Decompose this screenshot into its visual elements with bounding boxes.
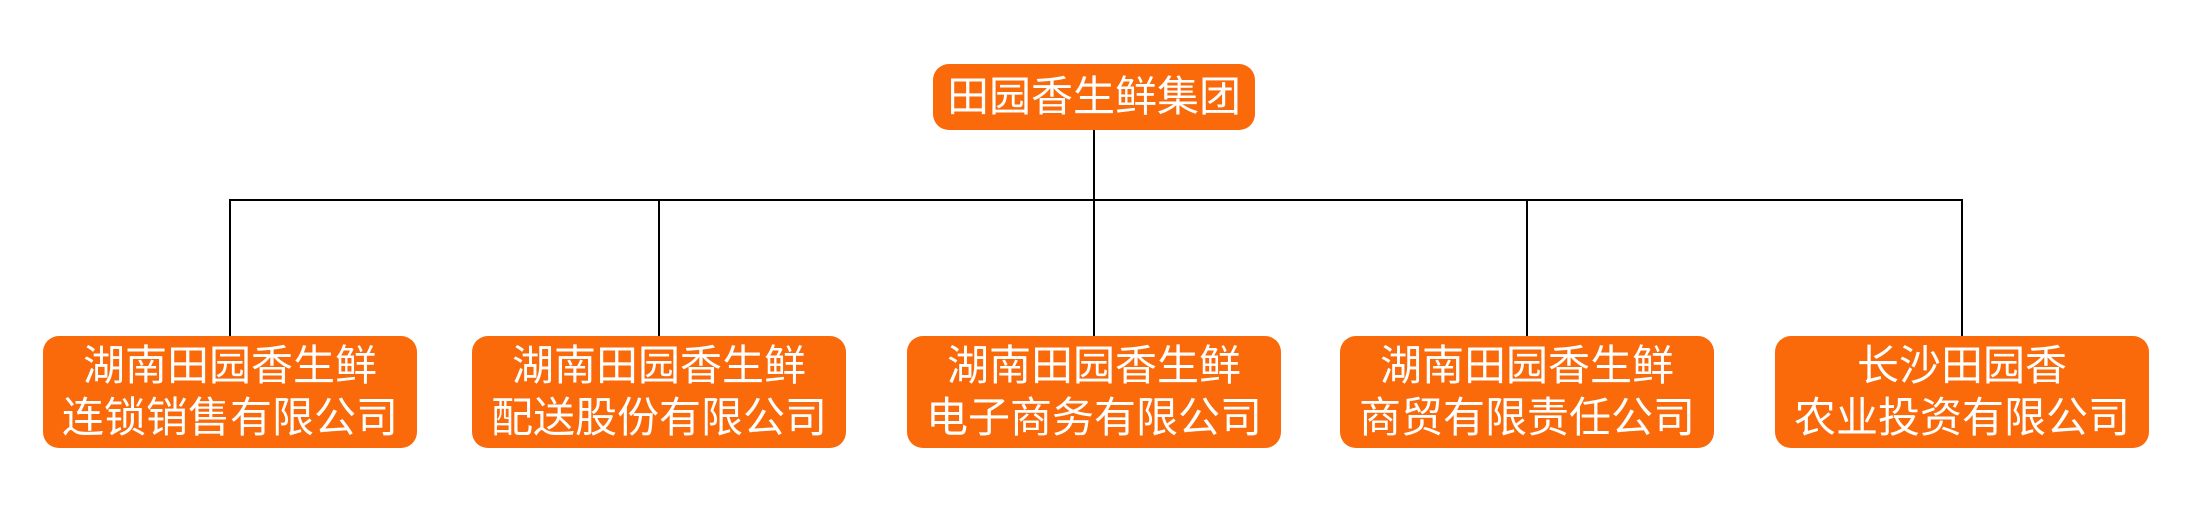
org-node-subsidiary-3: 湖南田园香生鲜 电子商务有限公司 xyxy=(907,336,1281,448)
org-node-subsidiary-1: 湖南田园香生鲜 连锁销售有限公司 xyxy=(43,336,417,448)
company-name-line-2: 连锁销售有限公司 xyxy=(61,394,398,441)
company-name-line-1: 湖南田园香生鲜 xyxy=(82,342,377,389)
org-node-subsidiary-5: 长沙田园香 农业投资有限公司 xyxy=(1775,336,2149,448)
company-name-line-1: 长沙田园香 xyxy=(1856,342,2067,389)
company-name-line-1: 湖南田园香生鲜 xyxy=(946,342,1241,389)
org-node-root-label: 田园香生鲜集团 xyxy=(946,73,1241,120)
org-node-root: 田园香生鲜集团 xyxy=(933,64,1255,130)
company-name-line-2: 电子商务有限公司 xyxy=(925,394,1262,441)
org-node-subsidiary-2: 湖南田园香生鲜 配送股份有限公司 xyxy=(472,336,846,448)
company-name-line-2: 商贸有限责任公司 xyxy=(1358,394,1695,441)
company-name-line-2: 农业投资有限公司 xyxy=(1793,394,2130,441)
company-name-line-1: 湖南田园香生鲜 xyxy=(1379,342,1674,389)
company-name-line-2: 配送股份有限公司 xyxy=(490,394,827,441)
company-name-line-1: 湖南田园香生鲜 xyxy=(511,342,806,389)
org-node-subsidiary-4: 湖南田园香生鲜 商贸有限责任公司 xyxy=(1340,336,1714,448)
